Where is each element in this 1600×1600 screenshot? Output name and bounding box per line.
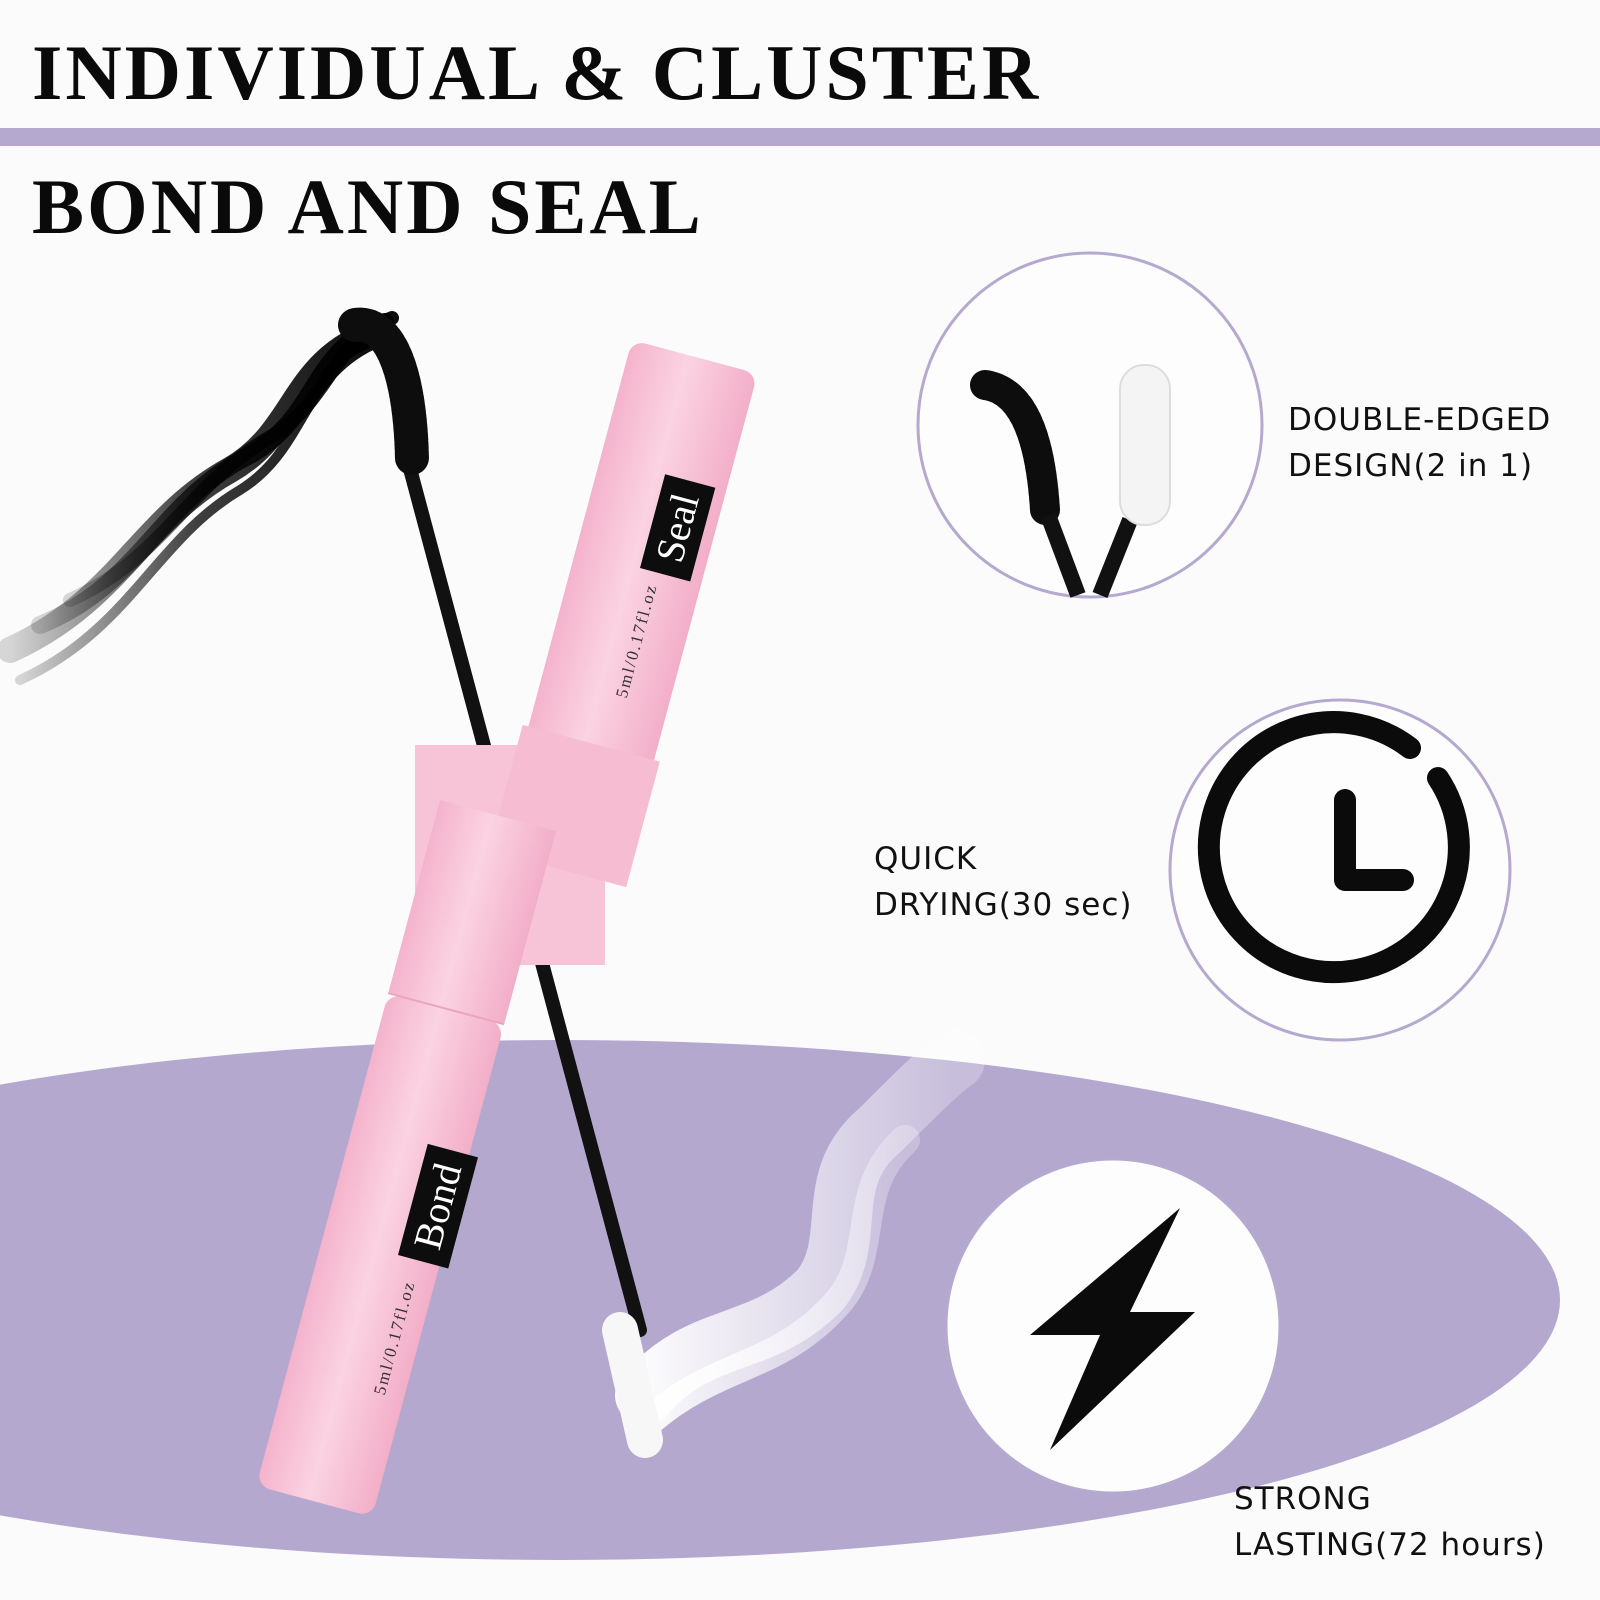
white-mascara-swipe bbox=[615, 1030, 985, 1435]
seal-tube bbox=[523, 343, 755, 786]
black-brush-head bbox=[338, 307, 429, 477]
black-mascara-swipe bbox=[0, 311, 399, 685]
feature-line2: DRYING(30 sec) bbox=[874, 887, 1133, 923]
lightning-icon bbox=[944, 1157, 1282, 1495]
heading-line1: INDIVIDUAL & CLUSTER bbox=[32, 29, 1042, 116]
feature-line2: LASTING(72 hours) bbox=[1234, 1527, 1546, 1563]
heading-divider bbox=[0, 128, 1600, 146]
bond-tube bbox=[259, 996, 502, 1514]
feature-line2: DESIGN(2 in 1) bbox=[1288, 448, 1534, 484]
heading-line2: BOND AND SEAL bbox=[32, 163, 704, 250]
feature-line1: DOUBLE-EDGED bbox=[1288, 402, 1552, 438]
feature-double-edged: DOUBLE-EDGED DESIGN(2 in 1) bbox=[1288, 397, 1551, 489]
double-brush-icon bbox=[916, 251, 1264, 599]
feature-strong-lasting: STRONG LASTING(72 hours) bbox=[1234, 1476, 1546, 1568]
feature-quick-drying: QUICK DRYING(30 sec) bbox=[874, 836, 1132, 928]
white-brush-head bbox=[602, 1312, 663, 1458]
feature-line1: STRONG bbox=[1234, 1481, 1372, 1517]
clock-icon bbox=[1168, 698, 1512, 1042]
feature-line1: QUICK bbox=[874, 841, 978, 877]
